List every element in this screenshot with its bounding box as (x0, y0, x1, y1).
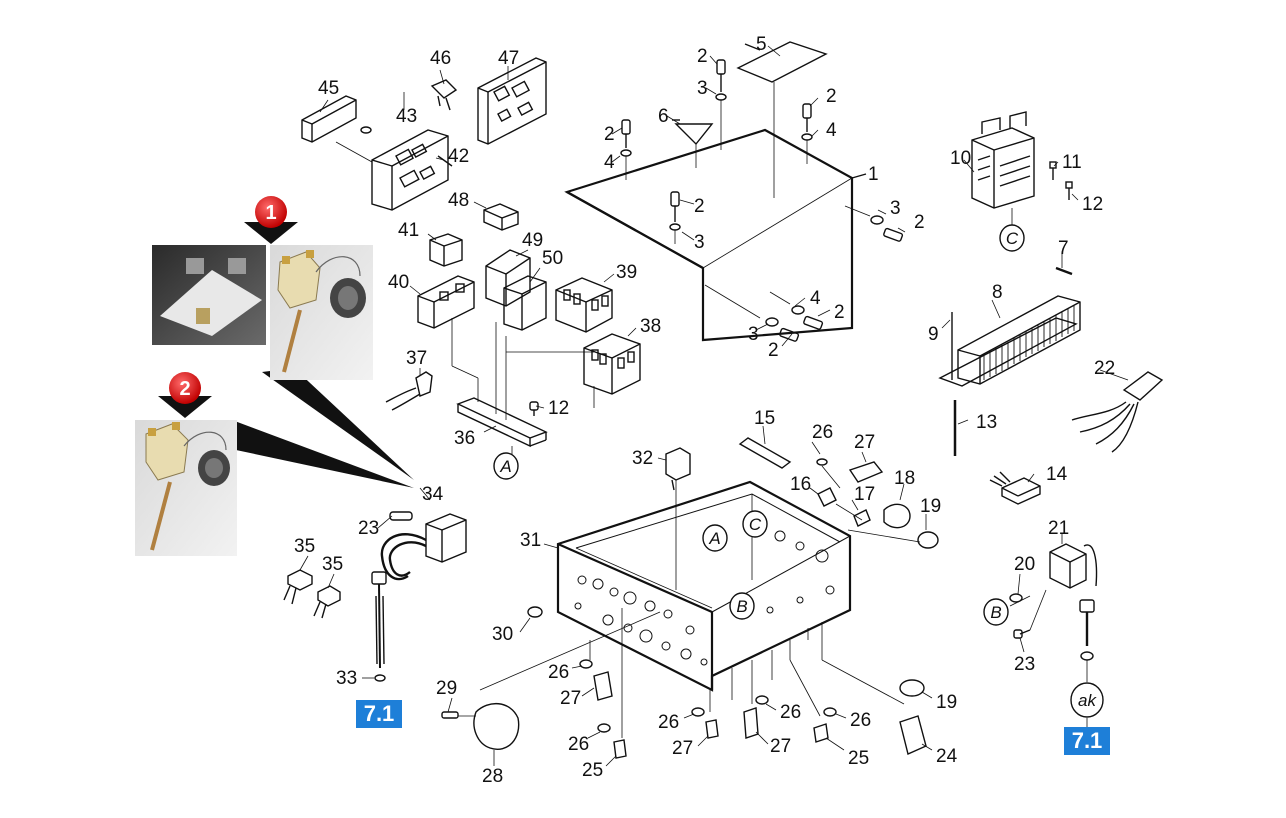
part-callout-10[interactable]: 10 (950, 148, 971, 169)
part-callout-27[interactable]: 27 (770, 736, 791, 757)
marker-1[interactable]: 1 (244, 196, 298, 244)
part-callout-26[interactable]: 26 (568, 734, 589, 755)
circle-ref-a-label: A (499, 457, 511, 476)
part-callout-23[interactable]: 23 (1014, 654, 1035, 675)
circle-ref-a-rail[interactable] (493, 452, 519, 480)
part-callout-4[interactable]: 4 (604, 152, 615, 173)
part-callout-40[interactable]: 40 (388, 272, 409, 293)
reference-badge-right-label: 7.1 (1071, 728, 1103, 753)
part-callout-34[interactable]: 34 (422, 484, 444, 505)
part-callout-46[interactable]: 46 (430, 48, 451, 69)
circle-ref-c-label: C (749, 515, 762, 534)
part-callout-2[interactable]: 2 (914, 212, 925, 233)
marker-1-label: 1 (265, 202, 276, 224)
marker-2-label: 2 (179, 378, 190, 400)
part-callout-48[interactable]: 48 (448, 190, 469, 211)
part-callout-27[interactable]: 27 (672, 738, 693, 759)
part-callout-35[interactable]: 35 (322, 554, 343, 575)
circle-ref-b-switch[interactable] (983, 598, 1009, 626)
part-callout-19[interactable]: 19 (920, 496, 941, 517)
reference-badge-left[interactable]: 7.1 (356, 700, 402, 728)
part-callout-33[interactable]: 33 (336, 668, 357, 689)
circle-ref-a-label: A (708, 529, 720, 548)
part-callout-36[interactable]: 36 (454, 428, 475, 449)
part-callout-12[interactable]: 12 (548, 398, 569, 419)
part-callout-2[interactable]: 2 (697, 46, 708, 67)
part-callout-14[interactable]: 14 (1046, 464, 1068, 485)
part-callout-45[interactable]: 45 (318, 78, 339, 99)
part-callout-50[interactable]: 50 (542, 248, 563, 269)
part-callout-5[interactable]: 5 (756, 34, 767, 55)
part-callout-41[interactable]: 41 (398, 220, 419, 241)
reference-badge-right[interactable]: 7.1 (1064, 727, 1110, 755)
photo-thermostat-1[interactable] (152, 245, 373, 380)
part-callout-3[interactable]: 3 (694, 232, 705, 253)
circle-ref-b-label: B (736, 597, 747, 616)
circle-ref-a-housing[interactable] (702, 524, 728, 552)
part-callout-19[interactable]: 19 (936, 692, 957, 713)
part-callout-26[interactable]: 26 (780, 702, 801, 723)
part-callout-38[interactable]: 38 (640, 316, 661, 337)
part-callout-42[interactable]: 42 (448, 146, 469, 167)
circle-ref-c-housing[interactable] (742, 510, 768, 538)
part-callout-15[interactable]: 15 (754, 408, 775, 429)
photo-thermostat-2[interactable] (135, 420, 237, 556)
circle-ref-ak[interactable] (1070, 682, 1104, 718)
part-callout-6[interactable]: 6 (658, 106, 669, 127)
part-callout-24[interactable]: 24 (936, 746, 958, 767)
part-callout-13[interactable]: 13 (976, 412, 997, 433)
part-callout-26[interactable]: 26 (548, 662, 569, 683)
circle-ref-ak-label: ak (1078, 691, 1097, 710)
marker-2[interactable]: 2 (158, 372, 212, 418)
part-callout-47[interactable]: 47 (498, 48, 519, 69)
part-callout-8[interactable]: 8 (992, 282, 1003, 303)
part-callout-37[interactable]: 37 (406, 348, 427, 369)
part-callout-4[interactable]: 4 (826, 120, 837, 141)
part-callout-9[interactable]: 9 (928, 324, 939, 345)
part-callout-32[interactable]: 32 (632, 448, 653, 469)
circle-ref-b-label: B (990, 603, 1001, 622)
part-callout-2[interactable]: 2 (694, 196, 705, 217)
part-callout-3[interactable]: 3 (748, 324, 759, 345)
part-callout-28[interactable]: 28 (482, 766, 503, 787)
circle-ref-c-transformer[interactable] (999, 224, 1025, 252)
part-callout-27[interactable]: 27 (854, 432, 875, 453)
part-callout-3[interactable]: 3 (890, 198, 901, 219)
part-callout-2[interactable]: 2 (768, 340, 779, 361)
part-callout-12[interactable]: 12 (1082, 194, 1103, 215)
part-callout-39[interactable]: 39 (616, 262, 637, 283)
part-callout-17[interactable]: 17 (854, 484, 875, 505)
part-callout-21[interactable]: 21 (1048, 518, 1069, 539)
part-callout-23[interactable]: 23 (358, 518, 379, 539)
circle-ref-c-label: C (1006, 229, 1019, 248)
part-callout-26[interactable]: 26 (812, 422, 833, 443)
part-callout-30[interactable]: 30 (492, 624, 513, 645)
part-callout-29[interactable]: 29 (436, 678, 457, 699)
part-callout-26[interactable]: 26 (658, 712, 679, 733)
part-callout-26[interactable]: 26 (850, 710, 871, 731)
part-callout-43[interactable]: 43 (396, 106, 417, 127)
part-callout-25[interactable]: 25 (848, 748, 869, 769)
part-callout-35[interactable]: 35 (294, 536, 315, 557)
part-callout-20[interactable]: 20 (1014, 554, 1035, 575)
part-callout-3[interactable]: 3 (697, 78, 708, 99)
part-callout-16[interactable]: 16 (790, 474, 811, 495)
part-callout-1[interactable]: 1 (868, 164, 879, 185)
circle-ref-b-housing[interactable] (729, 592, 755, 620)
part-callout-2[interactable]: 2 (604, 124, 615, 145)
part-callout-4[interactable]: 4 (810, 288, 821, 309)
part-callout-2[interactable]: 2 (834, 302, 845, 323)
part-callout-49[interactable]: 49 (522, 230, 543, 251)
part-callout-31[interactable]: 31 (520, 530, 541, 551)
part-callout-2[interactable]: 2 (826, 86, 837, 107)
part-callout-22[interactable]: 22 (1094, 358, 1115, 379)
part-callout-27[interactable]: 27 (560, 688, 581, 709)
part-callout-11[interactable]: 11 (1062, 152, 1082, 173)
part-callout-7[interactable]: 7 (1058, 238, 1069, 259)
reference-badge-left-label: 7.1 (363, 701, 395, 726)
part-callout-25[interactable]: 25 (582, 760, 603, 781)
part-callout-18[interactable]: 18 (894, 468, 915, 489)
